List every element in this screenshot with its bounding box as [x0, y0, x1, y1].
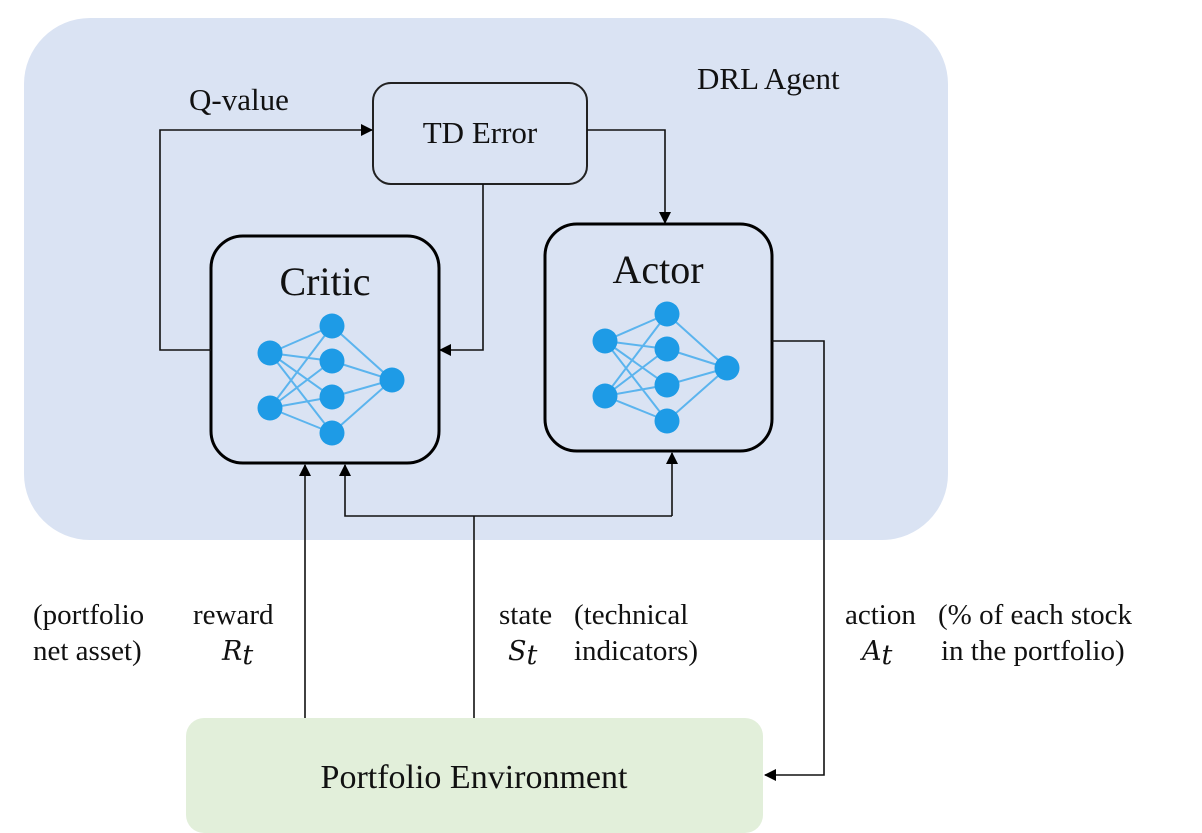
environment-box	[186, 718, 763, 833]
reward-symbol-letter: R	[222, 636, 243, 667]
agent-title: DRL Agent	[697, 61, 840, 96]
state-to-critic-arrow	[339, 464, 672, 517]
state-symbol: St	[508, 634, 537, 675]
state-symbol-subscript: t	[526, 640, 538, 671]
state-label: state	[499, 599, 553, 631]
td-error-label: TD Error	[423, 115, 538, 150]
reward-note-line2: net asset)	[33, 635, 142, 667]
action-note-line1: (% of each stock	[938, 599, 1133, 631]
td-error-box	[372, 82, 588, 185]
td-to-critic-arrow	[439, 184, 484, 356]
action-arrow	[764, 340, 825, 781]
state-note-line1: (technical	[574, 599, 689, 631]
reward-symbol-subscript: t	[242, 640, 254, 671]
action-symbol-subscript: t	[881, 640, 893, 671]
reward-label: reward	[193, 599, 274, 631]
actor-label: Actor	[612, 247, 703, 292]
action-symbol: At	[862, 634, 892, 675]
environment-label: Portfolio Environment	[321, 759, 628, 796]
critic-label: Critic	[279, 259, 370, 304]
reward-note-line1: (portfolio	[33, 599, 145, 631]
q-value-label: Q-value	[189, 82, 289, 117]
td-to-actor-arrow	[587, 129, 671, 224]
action-label: action	[845, 599, 916, 631]
state-symbol-letter: S	[508, 636, 527, 667]
reward-symbol: Rt	[222, 634, 253, 675]
q-value-arrow	[159, 124, 373, 351]
action-note-line2: in the portfolio)	[941, 635, 1125, 667]
state-note-line2: indicators)	[574, 635, 699, 667]
action-symbol-letter: A	[862, 636, 882, 667]
